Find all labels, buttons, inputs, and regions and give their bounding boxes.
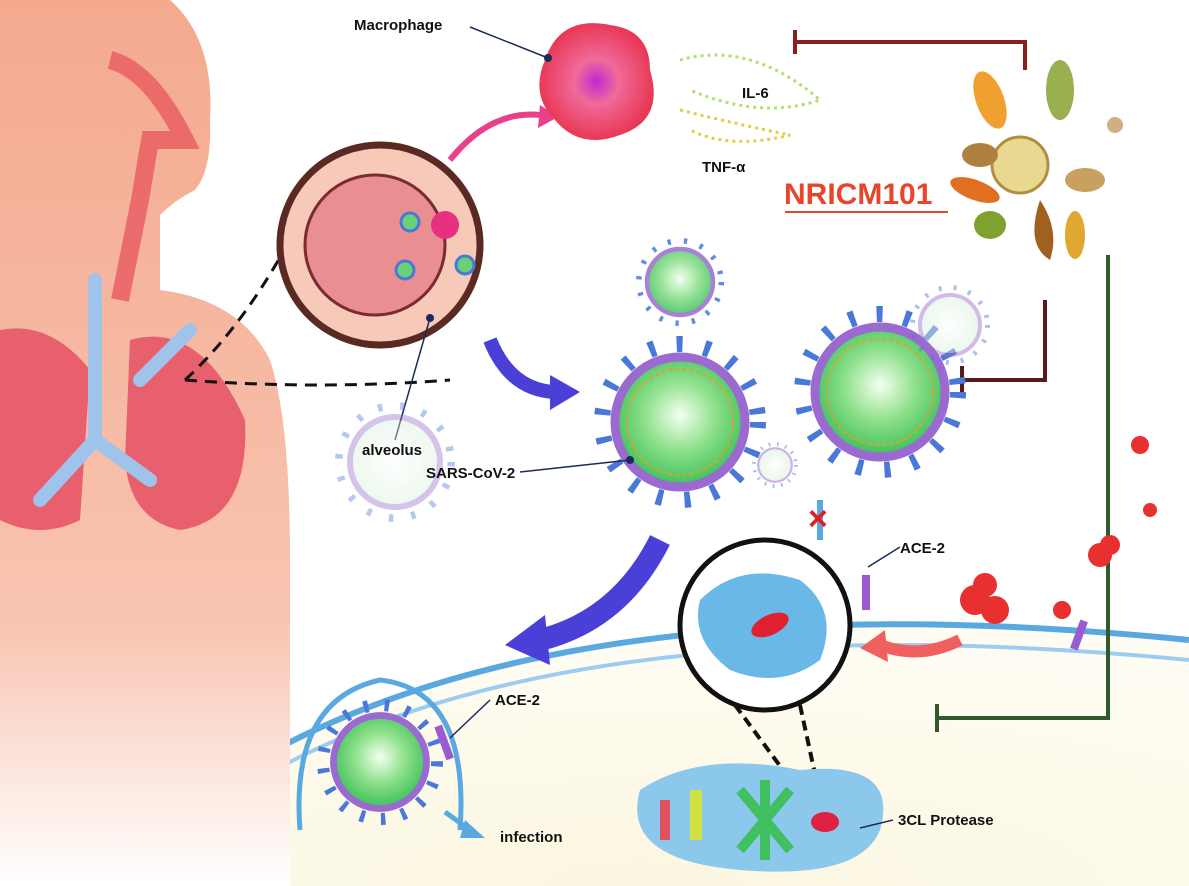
infection-small-arrow [443, 809, 485, 838]
infection-label: infection [500, 829, 563, 846]
protease-inset [637, 537, 894, 872]
il6-label: IL-6 [742, 85, 769, 102]
inhibit-virus-line [962, 300, 1047, 382]
tnf-alpha-label: TNF-α [702, 159, 746, 176]
ace2-label-bottom: ACE-2 [495, 692, 540, 709]
3cl-protease-label: 3CL Protease [898, 812, 994, 829]
inhibit-protease-line [937, 255, 1110, 720]
alveolus-label: alveolus [362, 442, 422, 459]
ace2-label-top: ACE-2 [900, 540, 945, 557]
compound-molecules [960, 436, 1157, 624]
endocytosis-pocket [296, 677, 464, 831]
trachea [33, 273, 197, 507]
macrophage-cell [469, 23, 654, 140]
sars-cov-2-label: SARS-CoV-2 [426, 465, 515, 482]
blocked-x-icon: × [808, 500, 828, 538]
compound-binding-arrow [860, 630, 963, 662]
infection-arrow [505, 534, 670, 665]
il6-cloud [679, 53, 823, 110]
alveolus-inset [276, 105, 558, 441]
inhibit-cytokine-line [795, 40, 1027, 70]
macrophage-label: Macrophage [354, 17, 442, 34]
nricm101-label: NRICM101 [784, 178, 932, 211]
ace2-receptors [434, 575, 1088, 761]
virus-particles [317, 237, 990, 825]
herbs-cluster [950, 60, 1123, 260]
entry-arrow [483, 337, 580, 410]
human-body [0, 0, 290, 886]
tnf-cloud [679, 108, 791, 143]
